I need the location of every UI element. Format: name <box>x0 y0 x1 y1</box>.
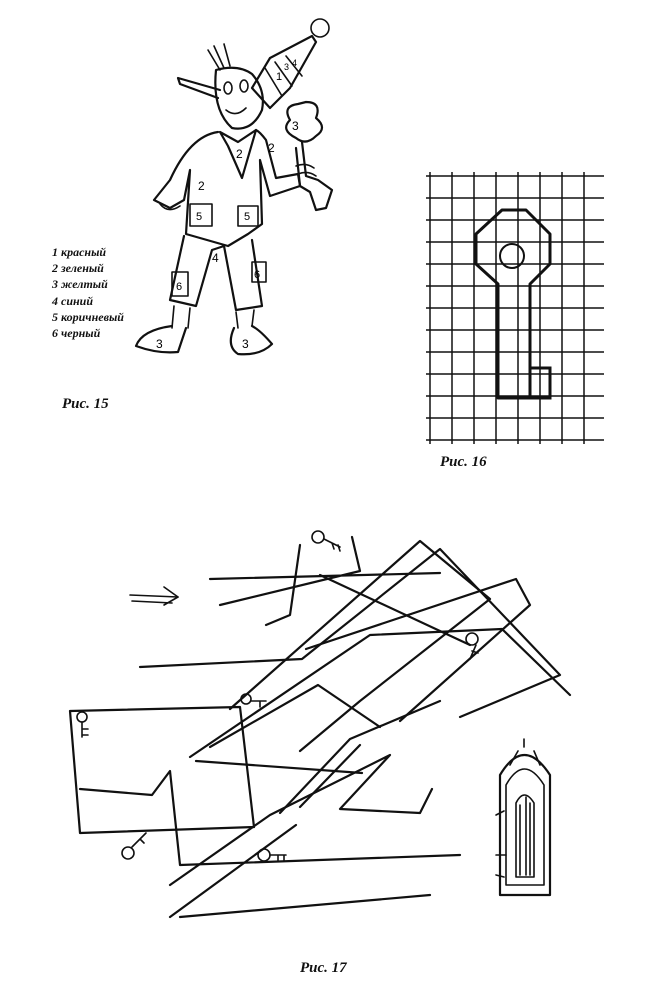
maze-line <box>68 705 256 835</box>
shoe-left <box>134 324 188 354</box>
region-number: 3 <box>156 337 163 351</box>
region-number: 1 <box>276 71 282 83</box>
region-number: 2 <box>198 179 205 193</box>
maze-line <box>208 535 442 607</box>
shoe-right <box>229 324 274 356</box>
key-outline <box>474 208 552 400</box>
region-number: 5 <box>244 211 250 223</box>
striped-cap <box>250 34 318 110</box>
region-number: 6 <box>176 281 182 293</box>
cap-pompom <box>310 18 330 38</box>
maze-line <box>264 543 472 647</box>
key-icon <box>121 832 147 860</box>
legend-item: 5 коричневый <box>52 309 124 324</box>
legend-item: 4 синий <box>52 293 94 308</box>
grid-lines <box>426 172 604 444</box>
maze-line <box>194 683 382 775</box>
long-nose <box>176 76 222 100</box>
start-arrow-icon <box>129 586 179 606</box>
region-number: 2 <box>268 141 275 155</box>
key-icon <box>240 693 267 708</box>
key-icon <box>257 848 287 862</box>
maze-line <box>304 577 532 723</box>
figure-17-maze <box>68 530 572 919</box>
region-number: 3 <box>242 337 249 351</box>
legend-item: 1 красный <box>52 245 107 259</box>
jacket <box>152 128 302 248</box>
tie <box>218 128 258 180</box>
maze-line <box>228 539 492 753</box>
legend-item: 6 черный <box>52 326 101 341</box>
golden-key-stem <box>294 140 334 212</box>
legend-item: 3 желтый <box>52 277 108 292</box>
key-icon <box>465 632 479 660</box>
golden-key-bow <box>285 100 324 143</box>
key-hole <box>499 243 525 269</box>
region-number: 3 <box>292 119 299 133</box>
figure-16-key-grid <box>426 172 604 444</box>
figure-15-caption: Рис. 15 <box>62 396 109 412</box>
figure-15-pinocchio-drawing: 1 3 4 2 2 3 2 5 5 4 6 6 3 3 <box>134 18 334 356</box>
region-number: 3 <box>284 62 289 72</box>
figure-17-caption: Рис. 17 <box>300 960 347 976</box>
key-icon <box>311 530 341 552</box>
region-number: 4 <box>292 58 297 68</box>
maze-line <box>168 753 434 887</box>
key-bit <box>530 366 552 400</box>
pants <box>168 234 264 312</box>
pocket-left <box>189 203 213 227</box>
head <box>214 66 264 130</box>
maze-line <box>188 627 572 759</box>
color-legend: 1 красный 2 зеленый 3 желтый 4 синий 5 к… <box>52 244 124 341</box>
region-number: 2 <box>236 147 243 161</box>
figure-16-caption: Рис. 16 <box>440 454 487 470</box>
door-icon <box>495 738 552 897</box>
maze-line <box>278 699 442 815</box>
key-icon <box>76 711 89 738</box>
pocket-right <box>237 205 259 227</box>
region-number: 4 <box>212 251 219 265</box>
region-number: 5 <box>196 211 202 223</box>
region-number: 6 <box>254 269 260 281</box>
maze-line <box>168 823 432 919</box>
maze-line <box>78 769 462 867</box>
legend-item: 2 зеленый <box>52 261 104 276</box>
maze-line <box>138 547 562 719</box>
